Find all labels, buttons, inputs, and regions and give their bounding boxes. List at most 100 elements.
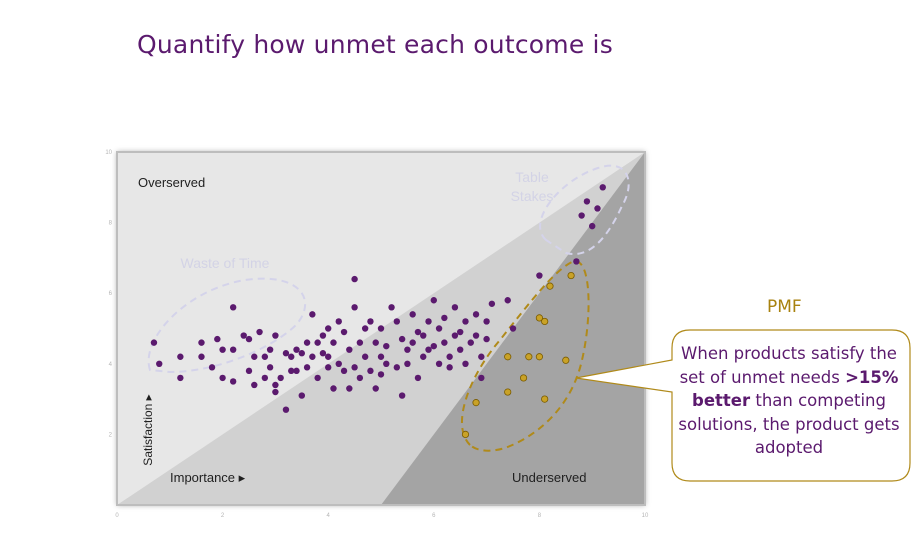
data-point [208, 364, 216, 371]
y-tick-label: 2 [109, 432, 113, 438]
data-point [251, 353, 258, 360]
data-point [288, 367, 295, 375]
data-point [245, 335, 253, 343]
data-point [589, 222, 596, 230]
y-tick-label: 4 [109, 362, 113, 368]
data-point [282, 406, 290, 413]
data-point [478, 374, 485, 382]
data-point [367, 367, 374, 375]
annotation-waste-of-time: Waste of Time [181, 255, 270, 271]
data-point [261, 374, 269, 382]
y-axis-label: Satisfaction ▸ [141, 394, 155, 465]
pmf-callout-bubble [575, 329, 911, 482]
data-point [361, 353, 369, 360]
y-tick-label: 6 [109, 291, 113, 297]
y-tick-label: 10 [105, 150, 112, 156]
y-tick-label: 8 [109, 221, 113, 227]
data-point [330, 339, 337, 346]
pmf-data-point [525, 353, 533, 361]
data-point [377, 353, 385, 360]
data-point [425, 318, 432, 325]
data-point [351, 364, 358, 371]
data-point [361, 325, 369, 332]
data-point [483, 318, 490, 325]
data-point [272, 388, 279, 396]
data-point [219, 374, 226, 382]
data-point [430, 297, 437, 304]
data-point [272, 332, 279, 339]
callout-text-bold: >15% better [692, 367, 899, 411]
pmf-data-point [472, 399, 480, 407]
data-point [303, 364, 311, 371]
data-point [393, 364, 401, 371]
data-point [446, 364, 453, 371]
data-point [356, 339, 364, 346]
data-point [414, 328, 422, 336]
data-point [346, 346, 353, 353]
data-point [388, 304, 395, 311]
region-label-overserved: Overserved [138, 175, 205, 190]
data-point [198, 339, 205, 346]
waste-of-time-outline [147, 277, 307, 374]
data-point [451, 332, 459, 339]
data-point [229, 346, 237, 353]
data-point [340, 328, 348, 336]
data-point [277, 374, 284, 382]
data-point [314, 339, 321, 346]
data-point [256, 328, 263, 336]
data-point [414, 374, 422, 382]
data-point [462, 360, 469, 367]
data-point [478, 353, 485, 360]
data-point [261, 353, 269, 360]
data-point [377, 371, 385, 378]
pmf-data-point [567, 271, 575, 280]
data-point [340, 367, 348, 375]
annotation-table-stakes-line: Table [515, 169, 549, 185]
pmf-callout-text: When products satisfy the set of unmet n… [670, 342, 908, 460]
data-point [457, 346, 464, 353]
data-point [372, 339, 379, 346]
data-point [319, 350, 327, 357]
callout-text-end: than competing solutions, the product ge… [678, 391, 900, 457]
x-tick-label: 2 [221, 513, 225, 519]
data-point [446, 353, 453, 360]
data-point [288, 353, 295, 360]
data-point [351, 275, 358, 283]
plot-border [116, 151, 646, 506]
data-point [462, 318, 469, 325]
data-point [420, 332, 427, 339]
data-point [483, 335, 490, 343]
data-point [266, 346, 274, 353]
data-point [383, 342, 390, 350]
data-point [314, 374, 321, 382]
pmf-data-point [535, 314, 544, 322]
data-point [583, 198, 591, 205]
data-point [240, 332, 247, 339]
data-point [198, 353, 205, 360]
pmf-data-point [519, 374, 528, 382]
data-point [229, 378, 237, 385]
x-tick-label: 6 [432, 513, 436, 519]
data-point [309, 311, 316, 318]
annotation-table-stakes-line: Stakes [511, 188, 554, 204]
data-point [425, 346, 432, 353]
data-point [293, 346, 300, 353]
data-point [298, 392, 305, 399]
table-stakes-outline [539, 164, 630, 256]
data-point [536, 272, 543, 279]
data-point [335, 360, 342, 367]
data-point [594, 205, 601, 212]
data-point [177, 353, 184, 360]
data-point [488, 300, 496, 307]
data-point [509, 325, 517, 332]
data-point [214, 335, 221, 343]
data-point [245, 367, 253, 375]
data-point [293, 367, 300, 375]
slide-title: Quantify how unmet each outcome is [137, 30, 613, 59]
x-tick-label: 10 [642, 513, 649, 519]
data-point [435, 325, 443, 332]
data-point [398, 392, 406, 399]
data-point [393, 318, 401, 325]
